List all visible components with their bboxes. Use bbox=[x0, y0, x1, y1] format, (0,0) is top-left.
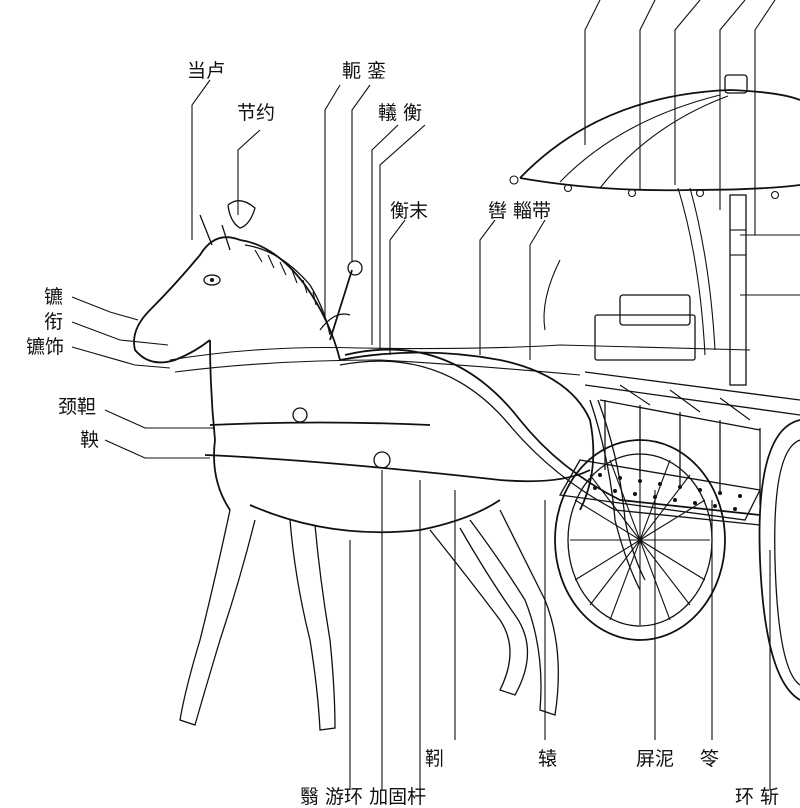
label-yiheng: 轙 衡 bbox=[378, 102, 423, 124]
label-bottom-left: 翳 游环 加固杆 bbox=[300, 786, 427, 808]
label-yuan: 辕 bbox=[538, 748, 558, 770]
chariot-box bbox=[558, 294, 800, 521]
canopy bbox=[509, 74, 800, 386]
label-egui: 軛 銮 bbox=[342, 60, 387, 82]
label-jieyue: 节约 bbox=[237, 102, 276, 124]
label-xian: 衔 bbox=[44, 311, 64, 333]
label-pingni: 屏泥 bbox=[636, 748, 675, 770]
shaft bbox=[339, 348, 761, 526]
label-pande: 辔 輜带 bbox=[488, 200, 552, 222]
leader-lines bbox=[71, 0, 800, 790]
label-hengmo: 衡末 bbox=[390, 200, 429, 222]
wheels bbox=[554, 419, 800, 701]
label-biao: 镳 bbox=[44, 286, 64, 308]
label-yang: 鞅 bbox=[80, 429, 100, 451]
label-yin: 靷 bbox=[425, 748, 445, 770]
label-ling: 笭 bbox=[700, 748, 720, 770]
label-danglu: 当卢 bbox=[187, 60, 226, 82]
label-bottom-right: 环 斩 bbox=[735, 786, 780, 808]
horse bbox=[133, 200, 751, 731]
label-biaoshi: 镳饰 bbox=[26, 336, 65, 358]
label-jingqu: 颈靼 bbox=[58, 396, 97, 418]
